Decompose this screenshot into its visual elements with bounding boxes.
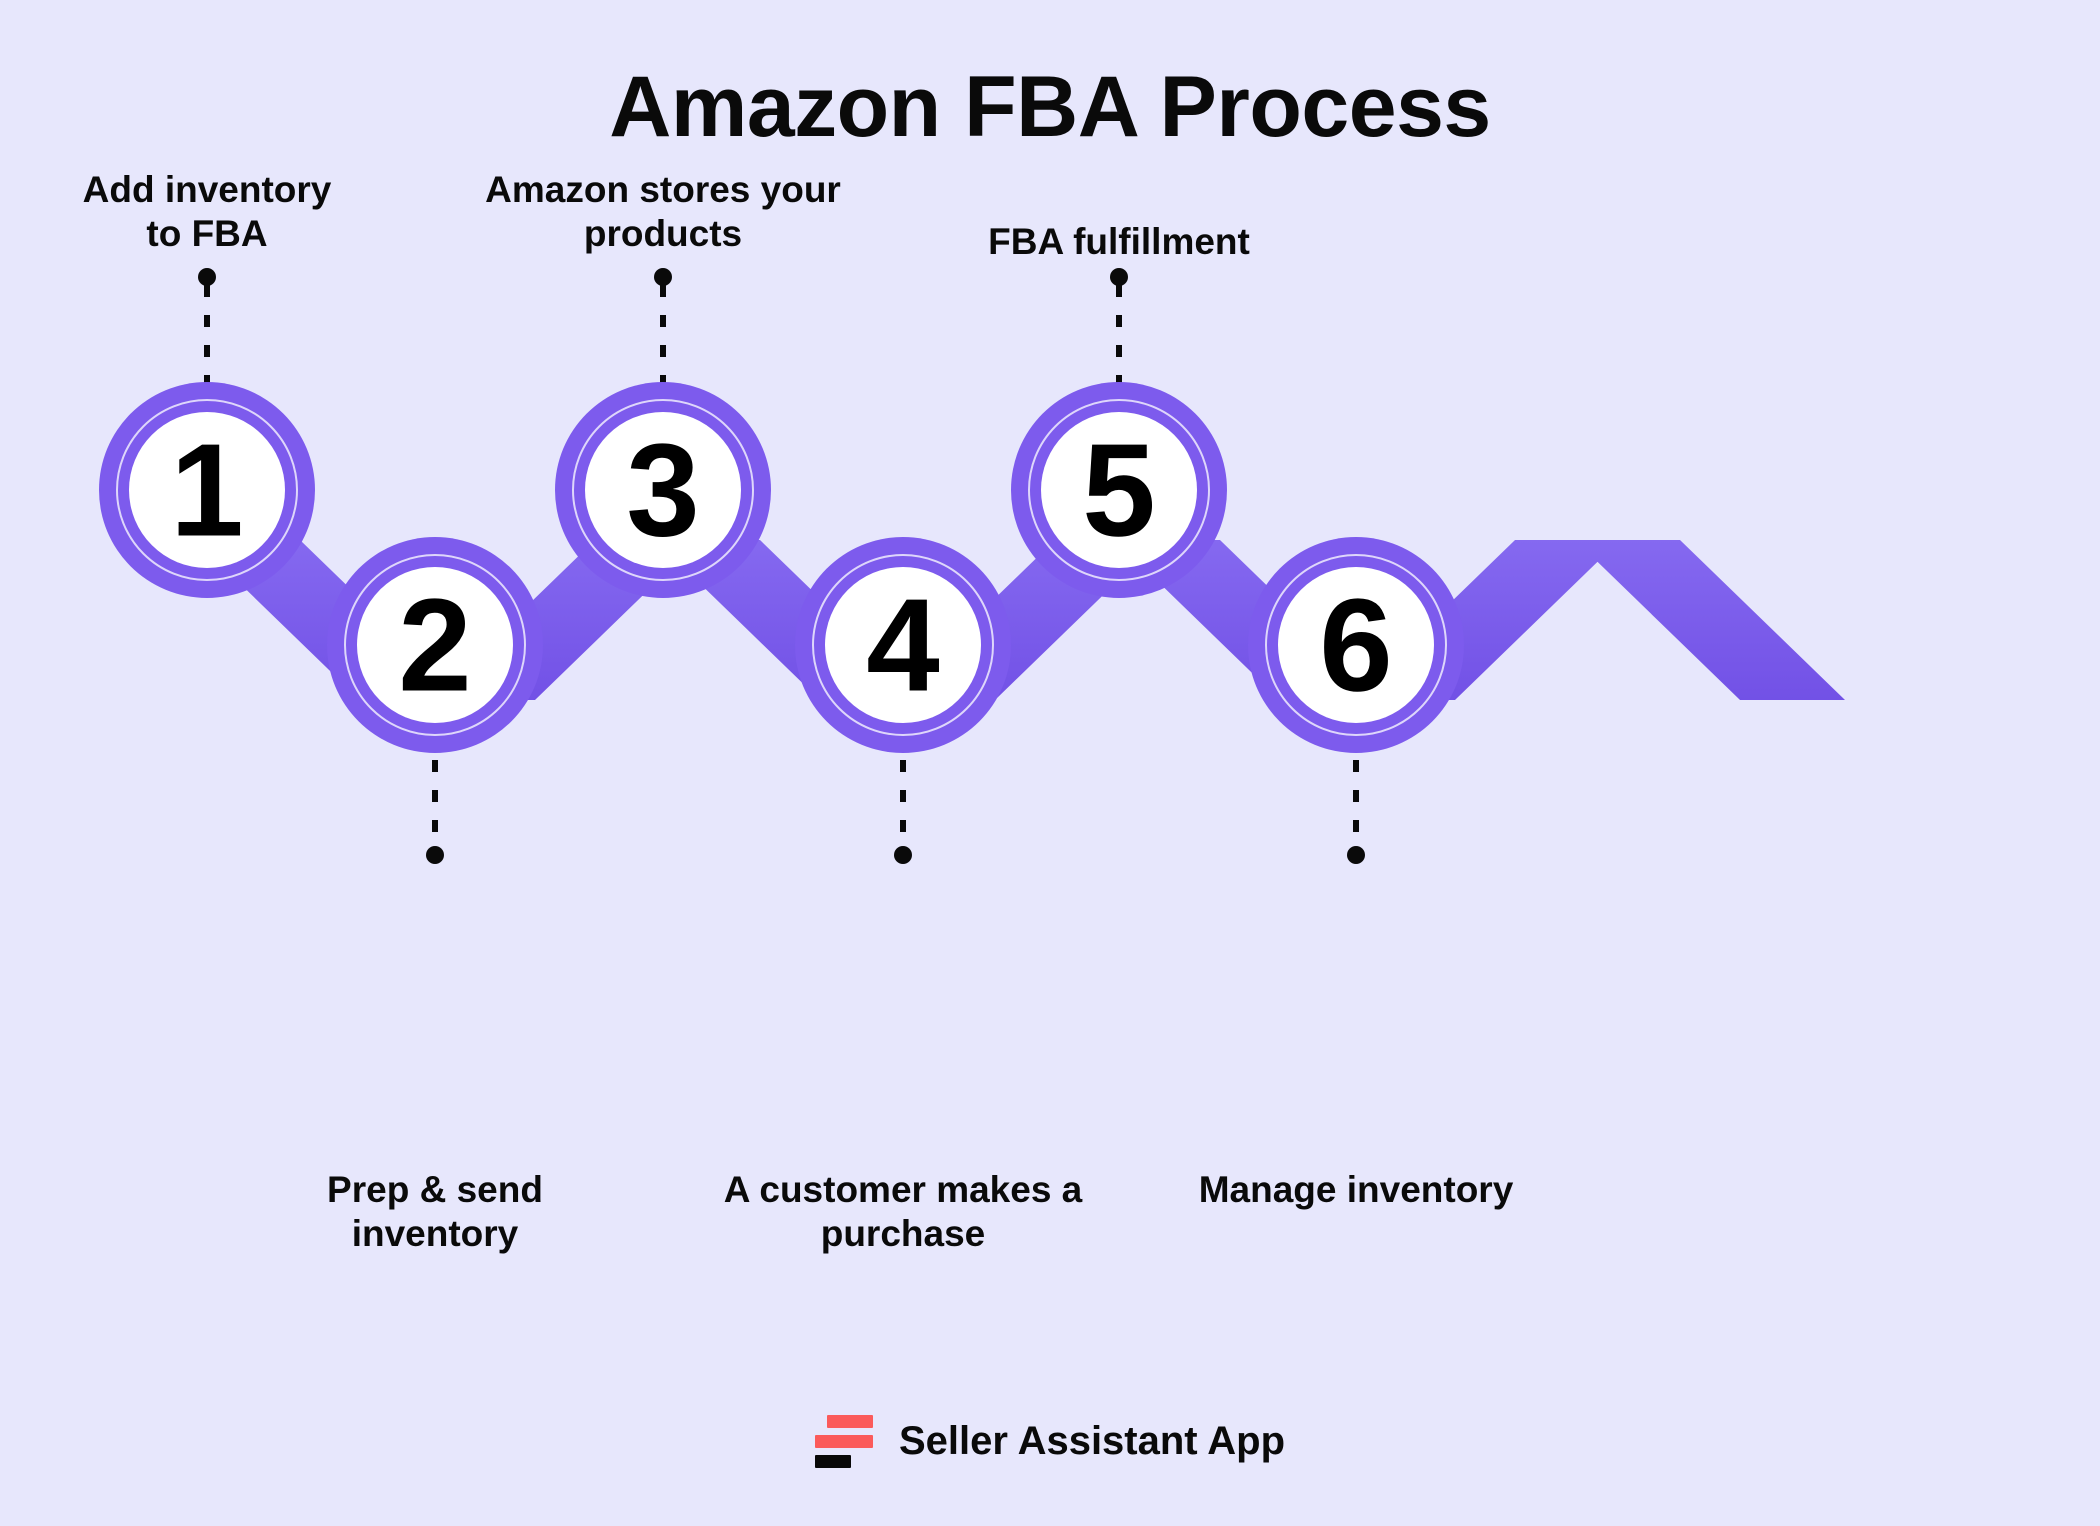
step-number-3: 3 <box>626 417 699 564</box>
step-node-4[interactable]: 4 <box>795 537 1011 753</box>
step-node-6[interactable]: 6 <box>1248 537 1464 753</box>
brand-name: Seller Assistant App <box>898 1419 1286 1463</box>
seller-assistant-logo-icon <box>814 1415 873 1468</box>
step-node-3[interactable]: 3 <box>555 382 771 598</box>
step-number-5: 5 <box>1082 417 1155 564</box>
step-node-5[interactable]: 5 <box>1011 382 1227 598</box>
step-number-4: 4 <box>866 572 939 719</box>
step-number-6: 6 <box>1319 572 1392 719</box>
step-node-2[interactable]: 2 <box>327 537 543 753</box>
step-label-1: Add inventory to FBA <box>82 169 332 254</box>
step-number-1: 1 <box>170 417 243 564</box>
step-label-2: Prep & send inventory <box>327 1169 543 1254</box>
step-node-1[interactable]: 1 <box>99 382 315 598</box>
step-label-5: FBA fulfillment <box>988 221 1250 262</box>
step-number-2: 2 <box>398 572 471 719</box>
leader-dots <box>198 268 1365 864</box>
step-label-4: A customer makes a purchase <box>723 1169 1083 1254</box>
step-label-3: Amazon stores your products <box>485 169 841 254</box>
step-label-6: Manage inventory <box>1198 1169 1514 1210</box>
page-title: Amazon FBA Process <box>609 59 1491 155</box>
footer-branding: Seller Assistant App <box>0 1415 2100 1468</box>
